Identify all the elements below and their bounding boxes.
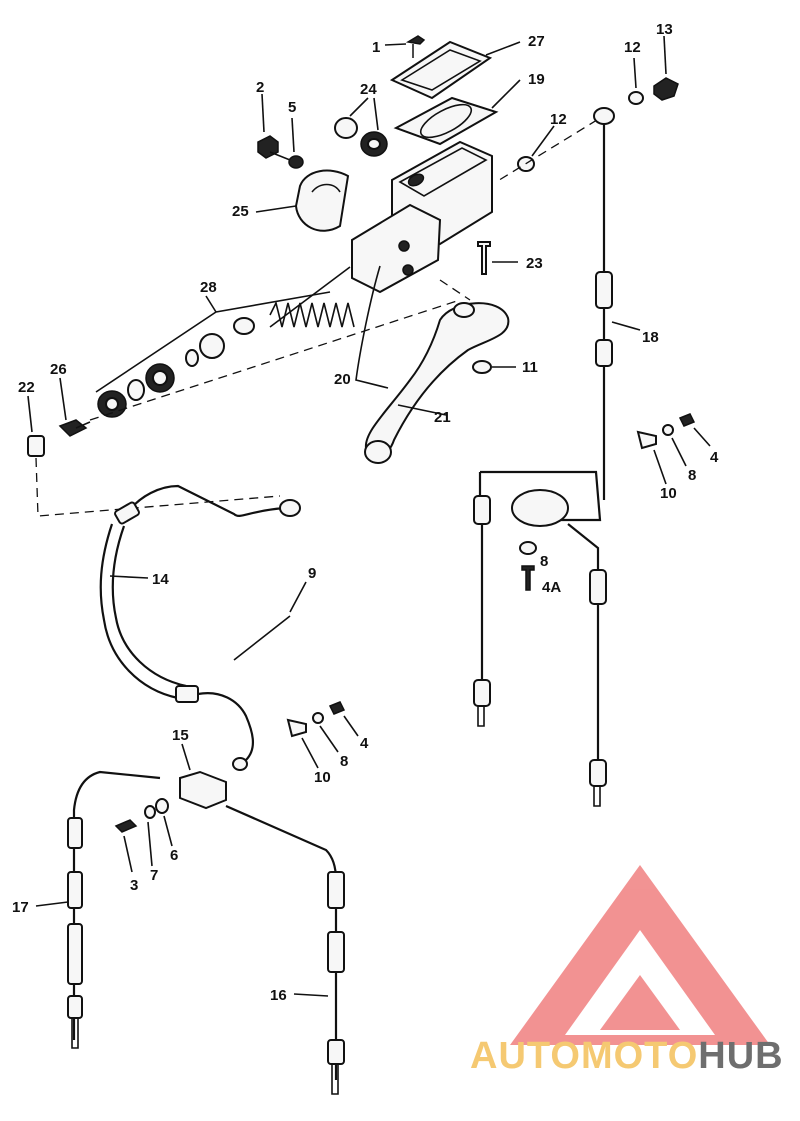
- cap-24a: [334, 117, 358, 139]
- washer-8b: [519, 541, 537, 555]
- callout-4b: 4: [360, 735, 369, 752]
- callout-23: 23: [526, 255, 543, 272]
- bolt-13: [653, 77, 679, 101]
- cap-22: [27, 435, 45, 457]
- bolt-2: [257, 135, 291, 161]
- callout-21: 21: [434, 409, 451, 426]
- callout-10a: 10: [660, 485, 677, 502]
- gasket-19: [393, 96, 499, 146]
- clamp-25: [294, 169, 350, 232]
- bracket-10a: [636, 430, 657, 450]
- logo-text-hub: HUB: [698, 1035, 783, 1077]
- screw-4A: [521, 565, 535, 591]
- callout-24: 24: [360, 81, 377, 98]
- washer-5: [288, 155, 304, 169]
- callout-1: 1: [372, 39, 380, 56]
- clamp-bracket: [351, 203, 442, 294]
- callout-12b: 12: [550, 111, 567, 128]
- logo-triangle-core: [600, 975, 680, 1030]
- callout-18: 18: [642, 329, 659, 346]
- front-brake-hose-group: [35, 484, 359, 1095]
- callout-2: 2: [256, 79, 264, 96]
- callout-26: 26: [50, 361, 67, 378]
- washer-6: [155, 798, 169, 814]
- callout-19: 19: [528, 71, 545, 88]
- screw-1: [405, 35, 426, 58]
- callout-13: 13: [656, 21, 673, 38]
- brake-lever-group: [355, 265, 516, 464]
- callout-7: 7: [150, 867, 158, 884]
- callout-28: 28: [200, 279, 217, 296]
- callout-8c: 8: [340, 753, 348, 770]
- nut-11: [472, 360, 492, 374]
- washer-7: [144, 805, 156, 819]
- callout-17: 17: [12, 899, 29, 916]
- junction-block: [511, 489, 569, 527]
- callout-5: 5: [288, 99, 296, 116]
- callout-3: 3: [130, 877, 138, 894]
- callout-12a: 12: [624, 39, 641, 56]
- callout-labels: 1 27 19 13 12 12 2 5 24 25 23 28 18 26 2…: [12, 21, 719, 1004]
- washer-8c: [312, 712, 324, 724]
- callout-14: 14: [152, 571, 169, 588]
- piston-assembly-28: [27, 266, 461, 517]
- callout-11: 11: [522, 359, 538, 376]
- callout-25: 25: [232, 203, 249, 220]
- callout-9: 9: [308, 565, 316, 582]
- callout-22: 22: [18, 379, 35, 396]
- bracket-10b: [286, 718, 307, 738]
- callout-16: 16: [270, 987, 287, 1004]
- brake-junction-15: [179, 770, 227, 810]
- wire-9: [233, 615, 291, 661]
- lever-21: [364, 302, 510, 458]
- spring: [269, 300, 355, 328]
- callout-15: 15: [172, 727, 189, 744]
- watermark-logo: AUTOMOTOHUB: [470, 865, 784, 1077]
- callout-4A: 4A: [542, 579, 561, 596]
- logo-text-automoto: AUTOMOTO: [470, 1035, 698, 1077]
- master-cylinder-group: [255, 35, 521, 294]
- washer-8a: [662, 424, 674, 436]
- callout-10b: 10: [314, 769, 331, 786]
- callout-8b: 8: [540, 553, 548, 570]
- screw-4a: [678, 413, 696, 427]
- callout-6: 6: [170, 847, 178, 864]
- washer-12a: [628, 91, 644, 105]
- callout-8a: 8: [688, 467, 696, 484]
- brake-line-18-group: [473, 35, 711, 807]
- callout-27: 27: [528, 33, 545, 50]
- fitting-26: [58, 419, 91, 437]
- reservoir-cover-27: [389, 40, 493, 100]
- bolt-3: [114, 819, 138, 833]
- pivot-pin-23: [477, 241, 491, 275]
- callout-4a: 4: [710, 449, 719, 466]
- callout-20: 20: [334, 371, 351, 388]
- logo-text: AUTOMOTOHUB: [470, 1035, 784, 1077]
- screw-4b: [328, 701, 346, 715]
